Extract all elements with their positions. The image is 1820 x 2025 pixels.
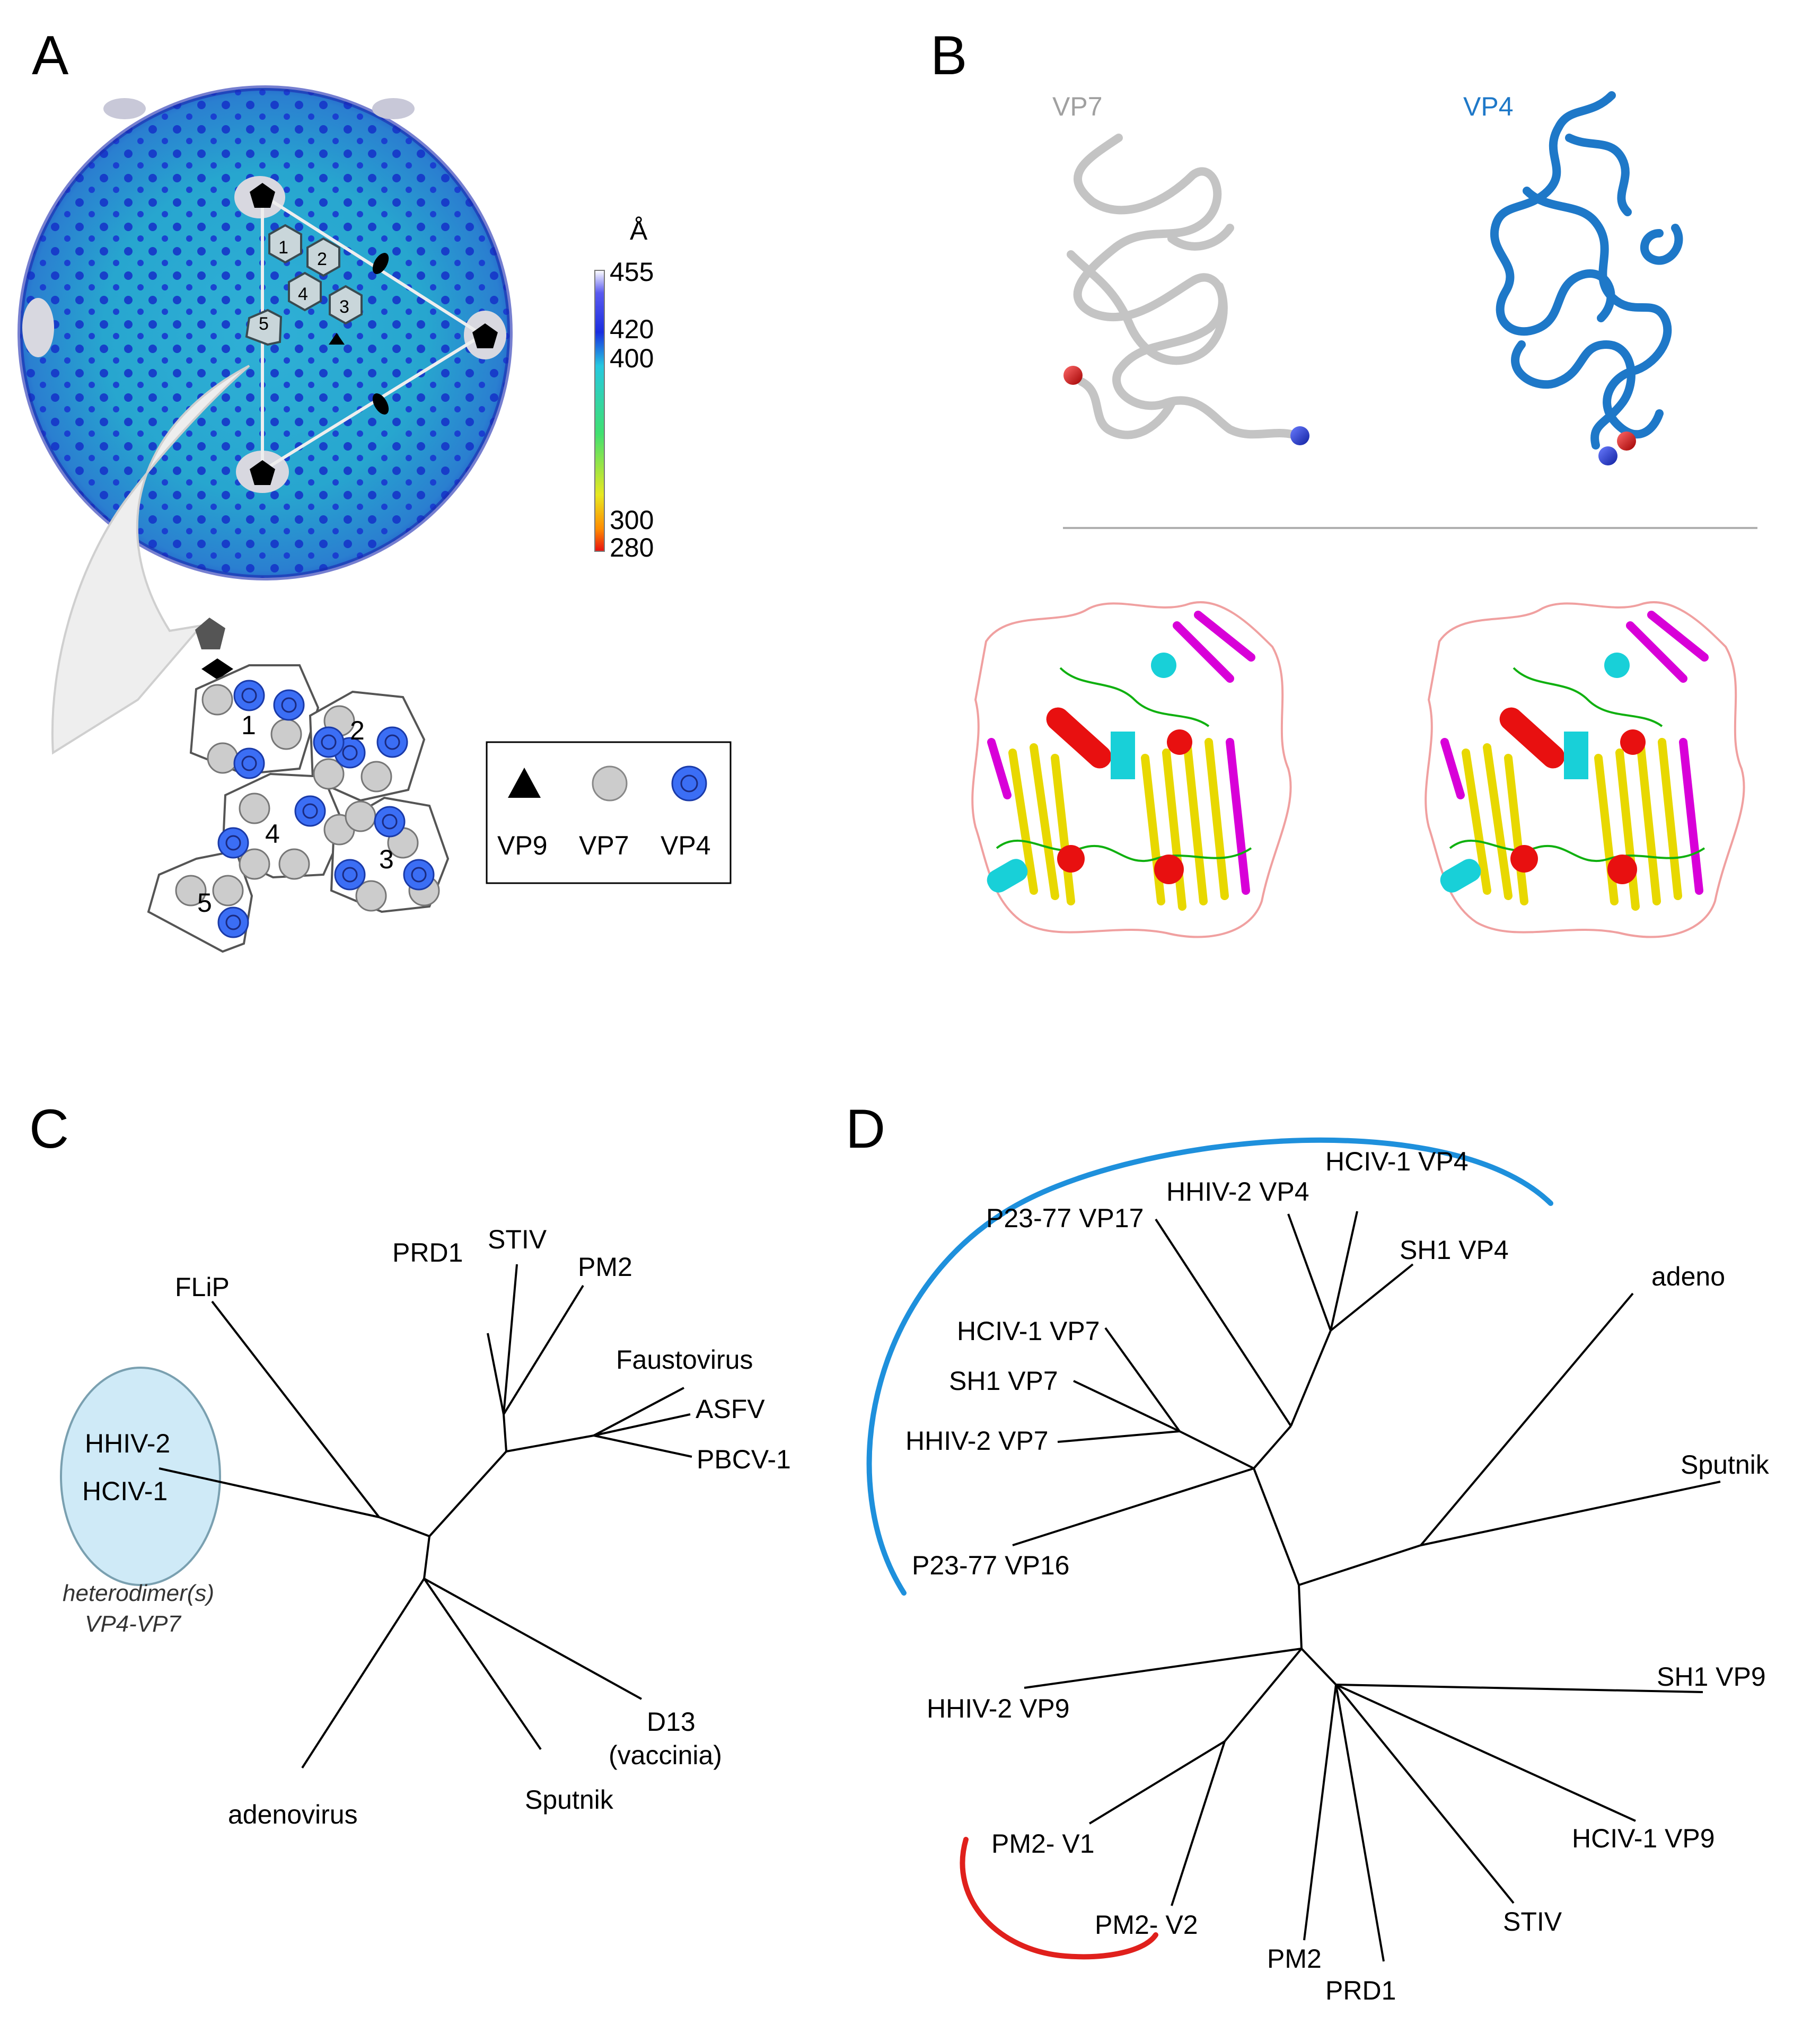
vp4-structure <box>1490 91 1683 450</box>
schematic-number-4: 4 <box>265 819 280 849</box>
leaf-pbcv: PBCV-1 <box>697 1445 791 1474</box>
leaf-sh1-vp7: SH1 VP7 <box>949 1366 1058 1396</box>
tree-d-labels: P23-77 VP17 HHIV-2 VP4 HCIV-1 VP4 SH1 VP… <box>905 1147 1770 2005</box>
schematic-number-1: 1 <box>241 710 256 740</box>
color-scale-unit: Å <box>630 216 648 245</box>
vp7-circle-symbol <box>592 765 628 802</box>
leaf-hhiv2: HHIV-2 <box>85 1429 170 1458</box>
legend: VP9 VP7 VP4 <box>486 741 732 884</box>
leaf-pm2-v1: PM2- V1 <box>991 1829 1095 1859</box>
facet-number-5: 5 <box>259 314 269 334</box>
vp7-structure <box>1067 134 1298 439</box>
tree-d-branches <box>1012 1211 1721 1962</box>
panel-a: A <box>17 25 732 953</box>
panel-d: D <box>846 1098 1770 2005</box>
facet-number-4: 4 <box>298 284 308 304</box>
color-scale-tick: 420 <box>610 314 654 344</box>
leaf-prd1-d: PRD1 <box>1325 1976 1396 2005</box>
leaf-hciv1: HCIV-1 <box>82 1476 168 1506</box>
leaf-d13-sub: (vaccinia) <box>609 1740 722 1770</box>
leaf-prd1: PRD1 <box>392 1238 463 1267</box>
facet-number-2: 2 <box>317 249 327 269</box>
facet-numbers: 1 2 3 4 5 <box>259 237 349 334</box>
color-scale: Å 455 420 400 300 280 <box>594 216 654 562</box>
schematic-number-3: 3 <box>379 844 394 874</box>
leaf-sh1-vp4: SH1 VP4 <box>1400 1235 1509 1265</box>
stereo-cartoon-right <box>1425 601 1745 938</box>
vp4-circle-symbol <box>671 765 707 802</box>
legend-label-vp9: VP9 <box>497 831 548 860</box>
panel-a-letter: A <box>32 25 69 86</box>
highlight-arc-red <box>960 1837 1158 1960</box>
leaf-sputnik-d: Sputnik <box>1681 1450 1770 1480</box>
facet-number-1: 1 <box>278 237 288 258</box>
schematic-number-5: 5 <box>197 888 212 918</box>
color-scale-tick: 455 <box>610 257 654 287</box>
leaf-flip: FLiP <box>175 1272 230 1302</box>
panel-c-letter: C <box>29 1098 69 1160</box>
stereo-cartoon-left <box>971 601 1292 938</box>
leaf-hciv1-vp4: HCIV-1 VP4 <box>1325 1147 1469 1176</box>
schematic-number-2: 2 <box>350 716 365 745</box>
tree-c-labels: FLiP PRD1 STIV PM2 Faustovirus ASFV PBCV… <box>82 1225 791 1829</box>
tree-c-branches <box>159 1264 692 1769</box>
vp4-n-terminus <box>1617 432 1636 451</box>
highlight-arc-blue <box>866 1137 1553 1596</box>
legend-label-vp4: VP4 <box>661 831 711 860</box>
vp4-title: VP4 <box>1463 92 1514 121</box>
leaf-stiv-d: STIV <box>1503 1907 1562 1936</box>
leaf-pm2: PM2 <box>578 1252 632 1282</box>
legend-label-vp7: VP7 <box>579 831 629 860</box>
facet-hexagons <box>245 224 363 346</box>
leaf-adeno: adeno <box>1651 1262 1725 1291</box>
vp4-c-terminus <box>1598 446 1617 465</box>
leaf-asfv: ASFV <box>696 1394 765 1424</box>
leaf-hciv1-vp7: HCIV-1 VP7 <box>957 1316 1100 1346</box>
capsid-map: 1 2 3 4 5 <box>17 85 513 580</box>
leaf-hhiv2-vp4: HHIV-2 VP4 <box>1166 1177 1309 1207</box>
facet-schematic: 1 2 3 4 5 <box>147 618 450 953</box>
color-scale-tick: 400 <box>610 344 654 373</box>
leaf-p23-vp17: P23-77 VP17 <box>986 1203 1144 1233</box>
leaf-sh1-vp9: SH1 VP9 <box>1657 1662 1766 1692</box>
leaf-p23-vp16: P23-77 VP16 <box>912 1551 1069 1580</box>
facet-number-3: 3 <box>339 297 349 317</box>
leaf-pm2-d: PM2 <box>1267 1944 1322 1974</box>
heterodimer-note-line1: heterodimer(s) <box>63 1580 214 1606</box>
panel-b-letter: B <box>930 25 967 86</box>
leaf-stiv: STIV <box>488 1225 547 1254</box>
panel-b: B VP7 VP4 <box>930 25 1757 938</box>
vp7-c-terminus <box>1290 426 1309 445</box>
leaf-pm2-v2: PM2- V2 <box>1095 1910 1198 1940</box>
panel-d-letter: D <box>846 1098 885 1160</box>
color-scale-tick: 280 <box>610 533 654 562</box>
leaf-faustovirus: Faustovirus <box>616 1345 753 1375</box>
leaf-hciv1-vp9: HCIV-1 VP9 <box>1572 1824 1715 1853</box>
leaf-hhiv2-vp9: HHIV-2 VP9 <box>927 1694 1070 1723</box>
panel-c: C FLiP PRD1 STIV PM2 Faustovirus <box>29 1098 791 1829</box>
color-scale-tick: 300 <box>610 505 654 535</box>
leaf-d13: D13 <box>647 1707 696 1737</box>
heterodimer-note-line2: VP4-VP7 <box>85 1611 182 1637</box>
heterodimer-ellipse <box>60 1367 221 1586</box>
vp9-triangle-symbol <box>508 768 541 798</box>
leaf-sputnik: Sputnik <box>525 1785 614 1815</box>
leaf-hhiv2-vp7: HHIV-2 VP7 <box>905 1426 1049 1456</box>
vp7-title: VP7 <box>1052 92 1103 121</box>
vp7-n-terminus <box>1063 366 1083 385</box>
leaf-adenovirus: adenovirus <box>228 1800 358 1829</box>
callout-arrow <box>51 365 250 755</box>
